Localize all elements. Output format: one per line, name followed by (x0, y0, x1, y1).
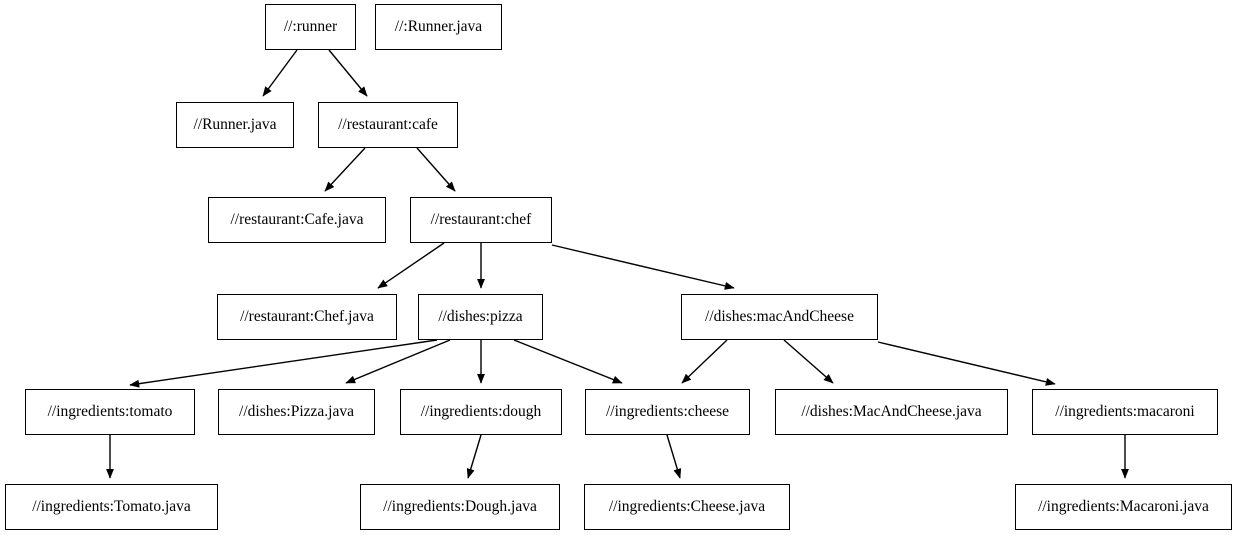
graph-node-restaurant_chef[interactable]: //restaurant:chef (410, 197, 552, 243)
graph-edges (106, 49, 1129, 479)
graph-node-label: //:Runner.java (394, 18, 483, 36)
graph-node-macaroni_java[interactable]: //ingredients:Macaroni.java (1015, 484, 1232, 530)
graph-node-ing_dough[interactable]: //ingredients:dough (400, 389, 562, 435)
graph-node-runner[interactable]: //:runner (265, 4, 356, 50)
graph-node-dishes_pizza[interactable]: //dishes:pizza (418, 294, 543, 340)
graph-node-label: //restaurant:Chef.java (240, 308, 374, 326)
graph-node-label: //Runner.java (193, 116, 277, 134)
graph-node-runner_java[interactable]: //Runner.java (176, 102, 294, 148)
graph-node-label: //ingredients:macaroni (1055, 403, 1195, 421)
graph-node-label: //ingredients:dough (420, 403, 542, 421)
graph-node-chef_java[interactable]: //restaurant:Chef.java (217, 294, 397, 340)
graph-node-label: //restaurant:Cafe.java (230, 211, 364, 229)
graph-edge-dishes_pizza-to-ing_cheese (513, 339, 623, 384)
graph-node-label: //dishes:Pizza.java (239, 403, 354, 421)
graph-node-label: //ingredients:Macaroni.java (1038, 498, 1209, 516)
graph-edge-restaurant_cafe-to-restaurant_chef (416, 147, 456, 192)
graph-edge-dishes_mac-to-ing_macaroni (877, 341, 1056, 386)
graph-edge-dishes_mac-to-ing_cheese (681, 339, 728, 384)
graph-node-cheese_java[interactable]: //ingredients:Cheese.java (584, 484, 790, 530)
graph-node-ing_macaroni[interactable]: //ingredients:macaroni (1032, 389, 1218, 435)
graph-node-pizza_java[interactable]: //dishes:Pizza.java (218, 389, 375, 435)
graph-node-ing_tomato[interactable]: //ingredients:tomato (25, 389, 195, 435)
graph-edge-runner-to-runner_java (262, 49, 298, 97)
graph-node-label: //dishes:macAndCheese (705, 308, 854, 326)
graph-edge-restaurant_chef-to-chef_java (377, 242, 445, 289)
graph-node-ing_cheese[interactable]: //ingredients:cheese (585, 389, 750, 435)
graph-node-dishes_mac[interactable]: //dishes:macAndCheese (681, 294, 878, 340)
graph-node-label: //ingredients:Cheese.java (608, 498, 766, 516)
graph-node-label: //dishes:MacAndCheese.java (801, 403, 982, 421)
graph-node-cafe_java[interactable]: //restaurant:Cafe.java (208, 197, 386, 243)
graph-edge-runner-to-restaurant_cafe (328, 49, 368, 97)
graph-node-label: //dishes:pizza (438, 308, 523, 326)
graph-node-label: //ingredients:Dough.java (383, 498, 537, 516)
graph-node-label: //ingredients:cheese (605, 403, 730, 421)
graph-node-label: //ingredients:tomato (47, 403, 173, 421)
graph-node-runner_java_root[interactable]: //:Runner.java (375, 4, 502, 50)
graph-edge-dishes_mac-to-mac_java (783, 339, 834, 384)
graph-node-label: //ingredients:Tomato.java (32, 498, 191, 516)
graph-edge-restaurant_cafe-to-cafe_java (324, 147, 366, 192)
graph-node-label: //restaurant:chef (430, 211, 532, 229)
graph-edge-ing_dough-to-dough_java (466, 434, 482, 479)
graph-edge-dishes_pizza-to-ing_tomato (129, 339, 438, 388)
graph-node-tomato_java[interactable]: //ingredients:Tomato.java (5, 484, 218, 530)
graph-edge-ing_cheese-to-cheese_java (666, 434, 682, 479)
graph-edge-dishes_pizza-to-pizza_java (345, 339, 451, 384)
graph-node-restaurant_cafe[interactable]: //restaurant:cafe (318, 102, 458, 148)
graph-node-label: //restaurant:cafe (338, 116, 438, 134)
graph-node-dough_java[interactable]: //ingredients:Dough.java (360, 484, 560, 530)
graph-node-mac_java[interactable]: //dishes:MacAndCheese.java (775, 389, 1008, 435)
graph-edge-restaurant_chef-to-dishes_mac (551, 244, 735, 290)
graph-node-label: //:runner (283, 18, 338, 36)
